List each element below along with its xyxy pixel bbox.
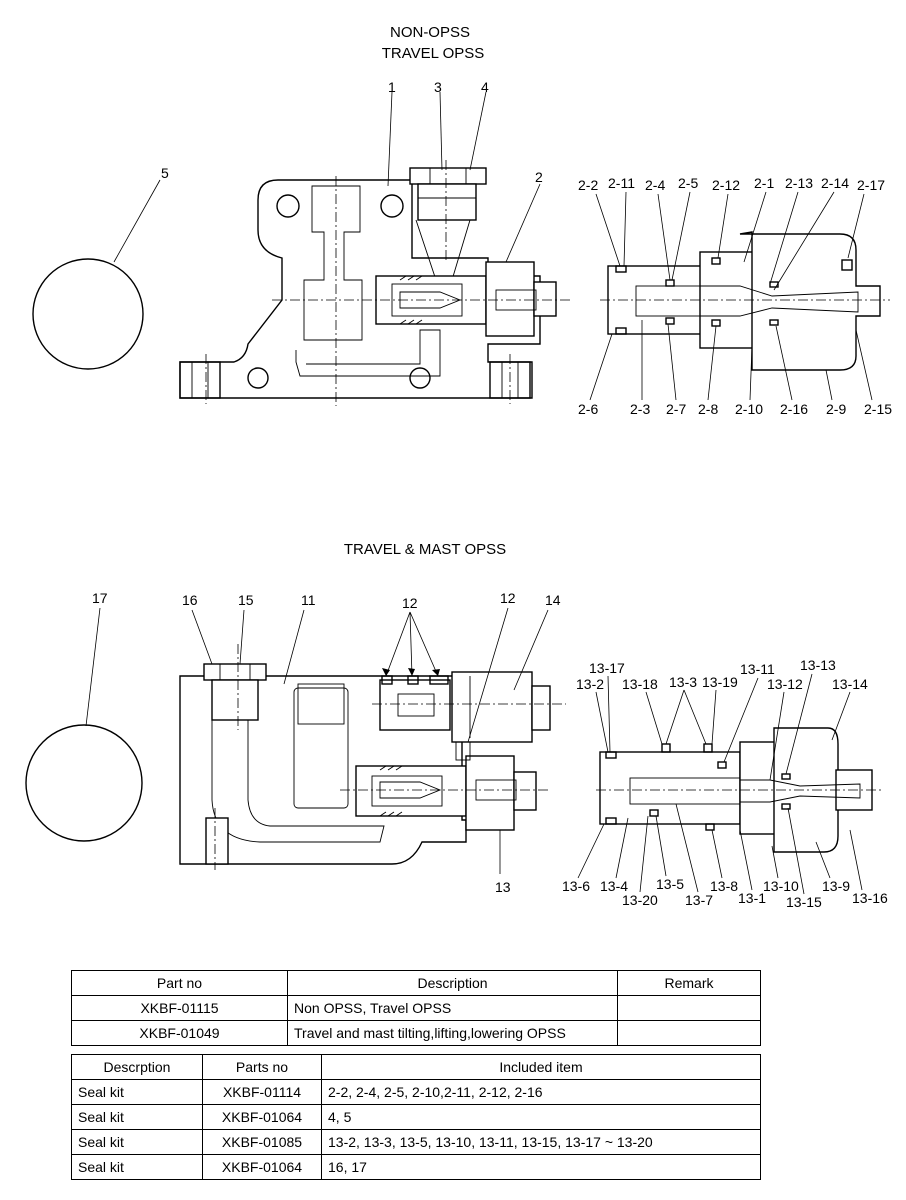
detail-2-17: 2-17	[857, 177, 885, 193]
header-included-item: Included item	[321, 1054, 761, 1080]
detail-2-3: 2-3	[630, 401, 650, 417]
cell-included-item: 2-2, 2-4, 2-5, 2-10,2-11, 2-12, 2-16	[321, 1079, 761, 1105]
cell-parts-no: XKBF-01064	[202, 1104, 322, 1130]
section1-title-line1: NON-OPSS	[389, 24, 470, 41]
seal-kit-table: Descrption Parts no Included item Seal k…	[71, 1054, 761, 1180]
detail-13-19: 13-19	[702, 674, 738, 690]
cell-description: Non OPSS, Travel OPSS	[287, 995, 618, 1021]
cell-part-no: XKBF-01049	[71, 1020, 288, 1046]
callout-5: 5	[161, 165, 169, 181]
detail-13-18: 13-18	[622, 676, 658, 692]
callout-3: 3	[434, 79, 442, 95]
detail-13-9: 13-9	[822, 878, 850, 894]
detail-2-5: 2-5	[678, 175, 698, 191]
cell-included-item: 13-2, 13-3, 13-5, 13-10, 13-11, 13-15, 1…	[321, 1129, 761, 1155]
cell-included-item: 16, 17	[321, 1154, 761, 1180]
detail-13-2: 13-2	[576, 676, 604, 692]
callout-14: 14	[545, 592, 561, 608]
header-part-no: Part no	[71, 970, 288, 996]
table-header-row: Part no Description Remark	[71, 970, 761, 996]
cell-remark	[617, 1020, 761, 1046]
detail-13-15: 13-15	[786, 894, 822, 910]
header-description: Descrption	[71, 1054, 203, 1080]
table-row: Seal kit XKBF-01064 16, 17	[71, 1154, 761, 1180]
detail-13-6: 13-6	[562, 878, 590, 894]
detail-13-10: 13-10	[763, 878, 799, 894]
callout-4: 4	[481, 79, 489, 95]
cell-included-item: 4, 5	[321, 1104, 761, 1130]
detail-2-14: 2-14	[821, 175, 849, 191]
callout-11: 11	[301, 592, 316, 608]
detail-2-4: 2-4	[645, 177, 665, 193]
detail-2-8: 2-8	[698, 401, 718, 417]
section2-title: TRAVEL & MAST OPSS	[343, 541, 507, 558]
cartridge-13-callouts: 13-17 13-2 13-18 13-3 13-19 13-11 13-13 …	[562, 657, 888, 910]
detail-13-12: 13-12	[767, 676, 803, 692]
section1-callouts: 1 3 4 5 2	[113, 79, 543, 263]
detail-2-7: 2-7	[666, 401, 686, 417]
cartridge-2-detail	[600, 231, 890, 371]
part-number-table: Part no Description Remark XKBF-01115 No…	[71, 970, 761, 1046]
callout-15: 15	[238, 592, 254, 608]
valve-body-11	[179, 644, 566, 870]
header-parts-no: Parts no	[202, 1054, 322, 1080]
cell-description: Seal kit	[71, 1129, 203, 1155]
table-row: Seal kit XKBF-01114 2-2, 2-4, 2-5, 2-10,…	[71, 1079, 761, 1105]
callout-2: 2	[535, 169, 543, 185]
detail-2-6: 2-6	[578, 401, 598, 417]
table-row: Seal kit XKBF-01064 4, 5	[71, 1104, 761, 1130]
table-row: XKBF-01049 Travel and mast tilting,lifti…	[71, 1020, 761, 1046]
cell-remark	[617, 995, 761, 1021]
detail-13-7: 13-7	[685, 892, 713, 908]
cell-description: Travel and mast tilting,lifting,lowering…	[287, 1020, 618, 1046]
detail-13-16: 13-16	[852, 890, 888, 906]
header-remark: Remark	[617, 970, 761, 996]
detail-13-1: 13-1	[738, 890, 766, 906]
callout-12b: 12	[500, 590, 516, 606]
cell-parts-no: XKBF-01114	[202, 1079, 322, 1105]
section2-callouts: 17 16 15 11 12 12 14 13	[85, 590, 561, 895]
cell-part-no: XKBF-01115	[71, 995, 288, 1021]
detail-2-11: 2-11	[608, 175, 635, 191]
detail-2-1: 2-1	[754, 175, 774, 191]
detail-13-5: 13-5	[656, 876, 684, 892]
detail-13-3: 13-3	[669, 674, 697, 690]
callout-12a: 12	[402, 595, 418, 611]
detail-2-2: 2-2	[578, 177, 598, 193]
cell-parts-no: XKBF-01064	[202, 1154, 322, 1180]
callout-16: 16	[182, 592, 198, 608]
detail-2-16: 2-16	[780, 401, 808, 417]
section1-title-line2: TRAVEL OPSS	[381, 45, 485, 62]
detail-13-4: 13-4	[600, 878, 628, 894]
table-row: XKBF-01115 Non OPSS, Travel OPSS	[71, 995, 761, 1021]
valve-body-1	[179, 160, 572, 406]
cartridge-13-detail	[596, 727, 884, 853]
callout-17: 17	[92, 590, 108, 606]
o-ring-17	[25, 724, 143, 842]
o-ring-5	[32, 258, 144, 370]
detail-13-17: 13-17	[589, 660, 625, 676]
parts-diagram: 1 3 4 5 2 2-2 2-11 2-4 2-5 2-12 2-1 2-13…	[25, 79, 892, 910]
detail-13-20: 13-20	[622, 892, 658, 908]
detail-13-8: 13-8	[710, 878, 738, 894]
detail-2-12: 2-12	[712, 177, 740, 193]
cell-description: Seal kit	[71, 1079, 203, 1105]
cell-description: Seal kit	[71, 1154, 203, 1180]
detail-13-13: 13-13	[800, 657, 836, 673]
detail-2-10: 2-10	[735, 401, 763, 417]
table-header-row: Descrption Parts no Included item	[71, 1054, 761, 1080]
detail-2-9: 2-9	[826, 401, 846, 417]
cell-description: Seal kit	[71, 1104, 203, 1130]
callout-1: 1	[388, 79, 396, 95]
detail-13-11: 13-11	[740, 661, 775, 677]
detail-2-15: 2-15	[864, 401, 892, 417]
cartridge-2-callouts: 2-2 2-11 2-4 2-5 2-12 2-1 2-13 2-14 2-17…	[578, 175, 892, 417]
cell-parts-no: XKBF-01085	[202, 1129, 322, 1155]
detail-13-14: 13-14	[832, 676, 868, 692]
callout-13: 13	[495, 879, 511, 895]
table-row: Seal kit XKBF-01085 13-2, 13-3, 13-5, 13…	[71, 1129, 761, 1155]
detail-2-13: 2-13	[785, 175, 813, 191]
header-description: Description	[287, 970, 618, 996]
